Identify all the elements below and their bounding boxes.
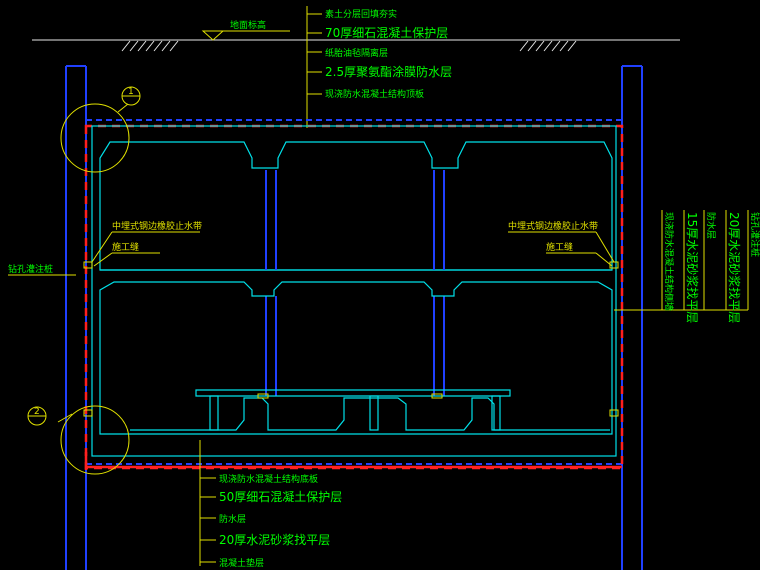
lower-chambers	[99, 281, 613, 435]
ground-surface-label: 地面标高	[230, 19, 266, 31]
detail-marker-2-number: 2	[34, 407, 40, 417]
roof-layer-4: 2.5厚聚氨酯涂膜防水层	[325, 64, 452, 79]
left-pile-label: 钻孔灌注桩	[8, 263, 53, 275]
left-waterstop-label: 中埋式钢边橡胶止水带	[112, 220, 202, 232]
detail-marker-2: 2	[27, 405, 130, 475]
roof-layer-1: 素土分层回填夯实	[325, 8, 397, 20]
right-waterstop-label: 中埋式钢边橡胶止水带	[508, 220, 598, 232]
left-pile	[65, 65, 87, 570]
right-joint-label: 施工缝	[546, 241, 573, 253]
detail-marker-1-number: 1	[128, 87, 134, 97]
upper-chambers	[99, 141, 613, 271]
roof-layer-callout: 素土分层回填夯实 70厚细石混凝土保护层 纸胎油毡隔离层 2.5厚聚氨酯涂膜防水…	[306, 6, 452, 128]
floor-layer-callout: 现浇防水混凝土结构底板 50厚细石混凝土保护层 防水层 20厚水泥砂浆找平层 混…	[199, 440, 342, 569]
side-layer-5: 钻孔灌注桩	[749, 212, 760, 257]
columns	[265, 170, 445, 396]
ground-surface: 地面标高	[32, 19, 680, 52]
floor-layer-1: 现浇防水混凝土结构底板	[219, 473, 318, 485]
floor-layer-4: 20厚水泥砂浆找平层	[219, 532, 330, 547]
roof-layer-5: 现浇防水混凝土结构顶板	[325, 88, 424, 100]
side-layer-callout: 现浇防水混凝土结构侧墙 15厚水泥砂浆找平层 防水层 20厚水泥砂浆找平层 钻孔…	[614, 210, 760, 323]
side-layer-4: 20厚水泥砂浆找平层	[727, 212, 742, 323]
floor-layer-5: 混凝土垫层	[219, 557, 264, 569]
side-layer-1: 现浇防水混凝土结构侧墙	[663, 212, 675, 311]
elevation-marker-icon	[201, 30, 225, 41]
left-wall-callouts: 中埋式钢边橡胶止水带 施工缝 钻孔灌注桩	[8, 220, 619, 417]
side-layer-3: 防水层	[705, 212, 717, 239]
right-pile	[621, 65, 643, 570]
left-joint-label: 施工缝	[112, 241, 139, 253]
outer-structure	[84, 119, 624, 470]
roof-layer-2: 70厚细石混凝土保护层	[325, 25, 448, 40]
detail-marker-1: 1	[60, 86, 141, 173]
roof-layer-3: 纸胎油毡隔离层	[325, 47, 388, 59]
side-layer-2: 15厚水泥砂浆找平层	[685, 212, 700, 323]
floor-layer-2: 50厚细石混凝土保护层	[219, 489, 342, 504]
floor-layer-3: 防水层	[219, 513, 246, 525]
right-wall-callouts: 中埋式钢边橡胶止水带 施工缝	[508, 220, 615, 267]
